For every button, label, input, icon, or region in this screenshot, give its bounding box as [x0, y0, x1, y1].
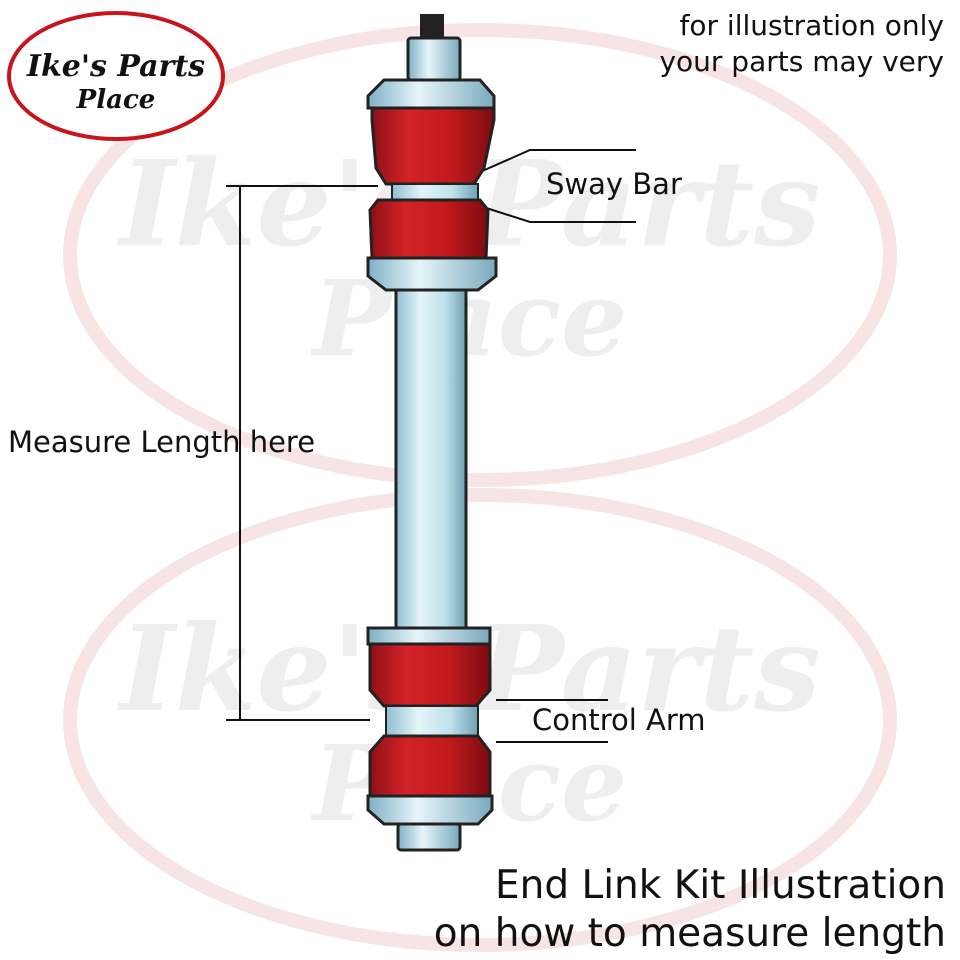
logo-text-line1: Ike's Parts [26, 49, 205, 84]
end-link-assembly [366, 14, 498, 852]
caption-line2: on how to measure length [433, 911, 946, 956]
brand-logo: Ike's Parts Place [7, 11, 225, 141]
measure-length-label: Measure Length here [8, 425, 316, 459]
control-arm-label: Control Arm [532, 703, 706, 737]
disclaimer-line2: your parts may very [659, 45, 944, 78]
sway-bar-leader [479, 149, 636, 223]
disclaimer-line1: for illustration only [679, 9, 944, 42]
logo-text-line2: Place [76, 85, 156, 115]
caption-line1: End Link Kit Illustration [494, 863, 946, 908]
measure-bracket [226, 185, 378, 721]
sway-bar-label: Sway Bar [546, 167, 682, 201]
control-arm-leader [496, 699, 608, 743]
